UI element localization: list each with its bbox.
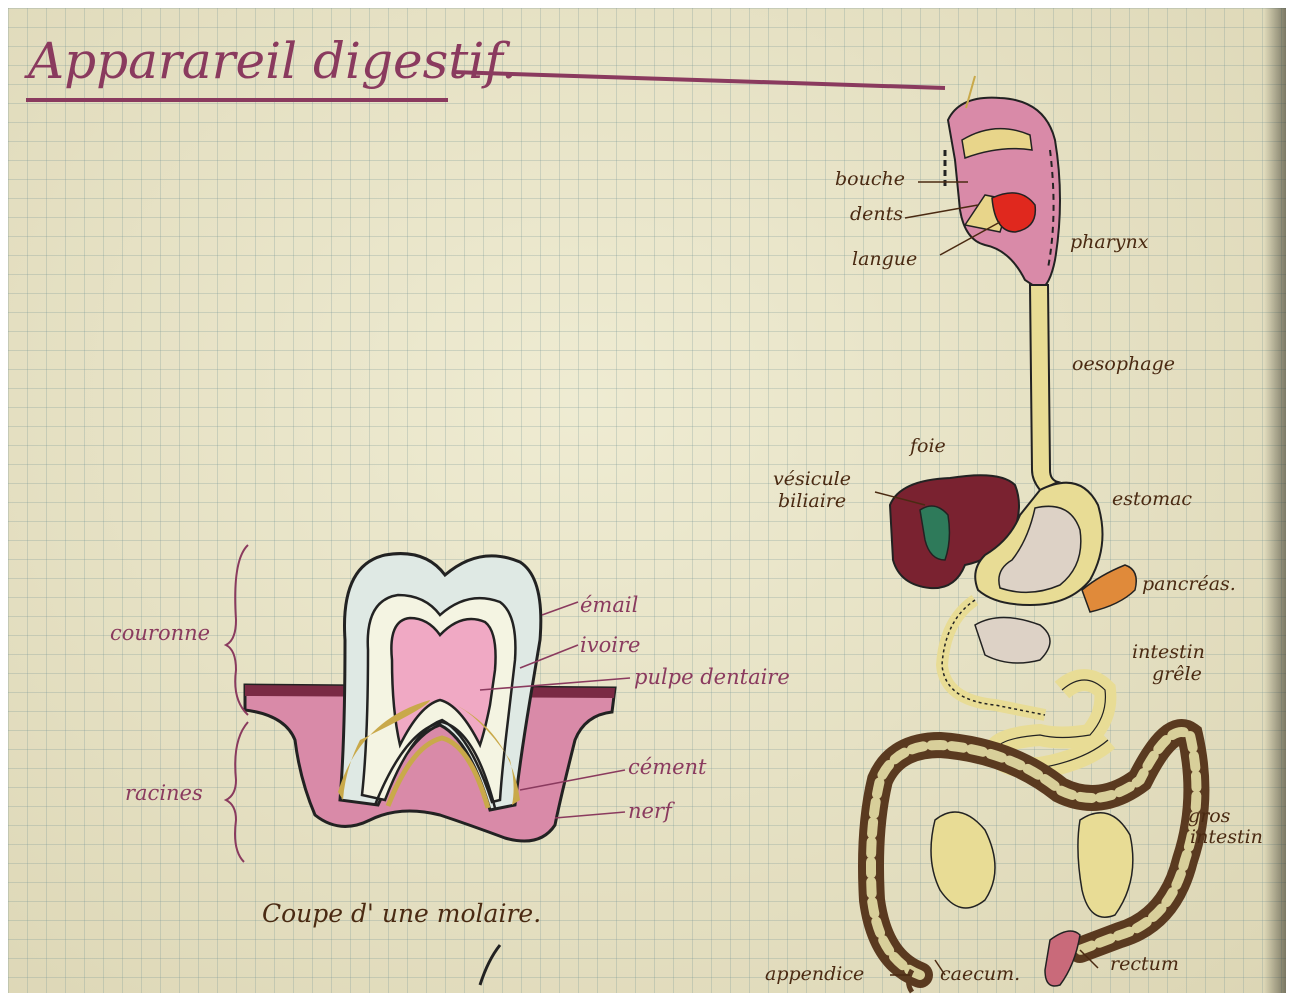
label-intestin-grele-1: intestin xyxy=(1132,641,1205,663)
jejunum xyxy=(975,618,1050,664)
label-pulpe: pulpe dentaire xyxy=(634,665,790,689)
label-caecum: caecum. xyxy=(940,963,1020,985)
label-biliaire: biliaire xyxy=(778,490,846,512)
molar-caption: Coupe d' une molaire. xyxy=(262,899,541,928)
label-gros-intestin-2: intestin xyxy=(1190,826,1263,848)
label-racines: racines xyxy=(125,781,203,805)
label-nerf: nerf xyxy=(628,799,675,823)
root-brace xyxy=(226,722,248,862)
label-couronne: couronne xyxy=(110,621,210,645)
label-pharynx: pharynx xyxy=(1070,231,1149,253)
large-intestine-haustra xyxy=(871,732,1196,975)
ink-stroke xyxy=(480,945,500,985)
label-intestin-grele-2: grêle xyxy=(1152,663,1202,685)
label-email: émail xyxy=(580,593,638,617)
oesophagus xyxy=(1030,285,1058,490)
label-dents: dents xyxy=(850,203,903,225)
ileum-loop-1 xyxy=(931,812,995,908)
title-rule xyxy=(452,72,945,88)
label-oesophage: oesophage xyxy=(1072,353,1175,375)
label-pancreas: pancréas. xyxy=(1142,573,1236,595)
label-cement: cément xyxy=(628,755,707,779)
label-estomac: estomac xyxy=(1112,488,1192,510)
label-ivoire: ivoire xyxy=(580,633,640,657)
label-foie: foie xyxy=(908,435,946,457)
label-langue: langue xyxy=(852,248,917,270)
page-title: Apparareil digestif. xyxy=(24,32,517,90)
label-vesicule: vésicule xyxy=(773,468,851,490)
ileum-loop-2 xyxy=(1078,813,1133,917)
molar-diagram xyxy=(245,554,615,841)
rectum xyxy=(1045,931,1080,986)
digestive-system xyxy=(871,76,1196,992)
label-rectum: rectum xyxy=(1110,953,1179,975)
label-appendice: appendice xyxy=(765,963,864,985)
label-gros-intestin-1: gros xyxy=(1188,805,1231,827)
label-bouche: bouche xyxy=(835,168,905,190)
